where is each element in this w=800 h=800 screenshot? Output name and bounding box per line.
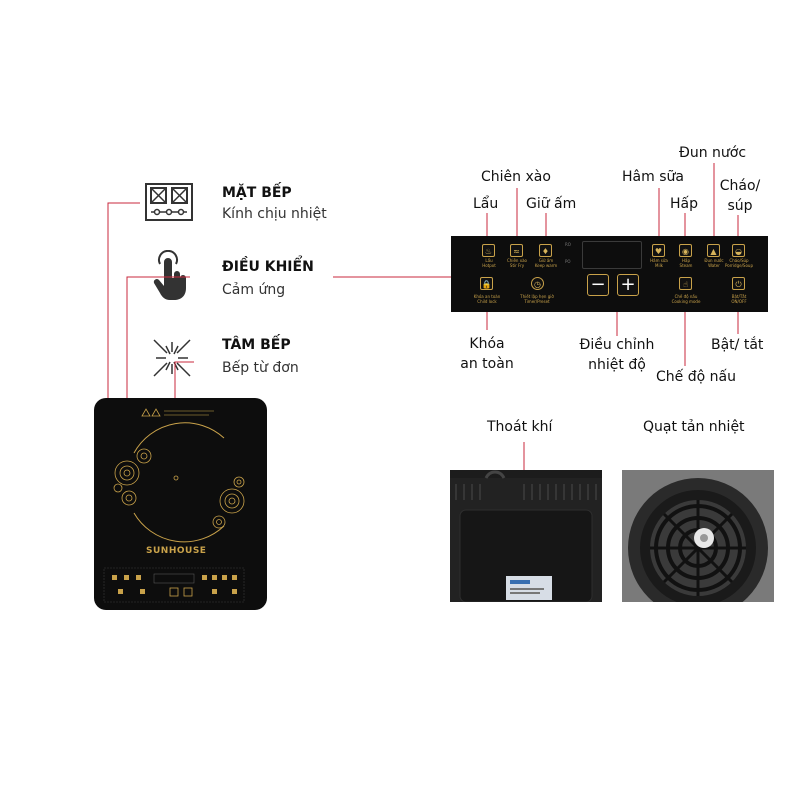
cooking-mode-key-label-en: Cooking mode (671, 299, 701, 304)
fan-photo (622, 470, 774, 602)
hotpot-key-label-en: Hotpot (482, 263, 496, 268)
callout-chao-sup-line1: Cháo/ (719, 178, 761, 194)
power-key-label-en: ON/OFF (731, 299, 747, 304)
keep-warm-key-label: Giữ ấm (538, 258, 554, 263)
callout-che-do-nau: Chế độ nấu (656, 369, 736, 385)
milk-key-label: Hâm sữa (650, 258, 668, 263)
two-burner-stove-icon (145, 183, 193, 221)
porridge-soup-key-label: Cháo/Súp (729, 258, 749, 263)
hotpot-key-label: Lẩu (485, 258, 493, 263)
milk-key-label-en: Milk (655, 263, 663, 268)
callout-khoa-line2: an toàn (460, 356, 514, 372)
water-key[interactable]: ▲ (707, 244, 720, 257)
callout-chien-xao: Chiên xào (481, 169, 551, 185)
callout-dieu-chinh-nhiet-do: Điều chỉnh nhiệt độ (570, 335, 664, 375)
callout-khoa-line1: Khóa (469, 336, 505, 352)
callout-khoa-an-toan: Khóa an toàn (452, 334, 522, 374)
photo-label-thoat-khi: Thoát khí (487, 419, 553, 435)
child-lock-key-label: Khóa an toàn (473, 294, 501, 299)
timer-key-label: Thiết lập hẹn giờ (520, 294, 554, 299)
induction-center-icon (152, 338, 192, 378)
callout-chao-sup-line2: súp (727, 198, 753, 214)
porridge-soup-key-label-en: Porridge/Soup (725, 263, 753, 268)
control-panel: ♨ Lẩu Hotpot ≈ Chiên xào Stir Fry ♦ Giữ … (451, 236, 768, 312)
porridge-soup-key[interactable]: ◒ (732, 244, 745, 257)
stir-fry-key-label-en: Stir Fry (509, 263, 525, 268)
feature-subtitle-mat-bep: Kính chịu nhiệt (222, 206, 327, 222)
steam-key-label: Hấp (682, 258, 690, 263)
display-label-ro: RO (565, 242, 571, 247)
photo-label-quat-tan-nhiet: Quạt tản nhiệt (643, 419, 745, 435)
feature-title-mat-bep: MẶT BẾP (222, 185, 292, 201)
cooktop-brand: SUNHOUSE (146, 546, 207, 556)
cooking-mode-key-label: Chế độ nấu (674, 294, 698, 299)
steam-key-label-en: Steam (679, 263, 693, 268)
child-lock-key[interactable]: 🔒 (480, 277, 493, 290)
timer-key-label-en: Timer/Preset (524, 299, 550, 304)
callout-bat-tat: Bật/ tắt (711, 337, 764, 353)
feature-title-dieu-khien: ĐIỀU KHIỂN (222, 259, 314, 275)
feature-subtitle-dieu-khien: Cảm ứng (222, 282, 286, 298)
feature-title-tam-bep: TÂM BẾP (222, 337, 291, 353)
callout-chao-sup: Cháo/ súp (714, 176, 766, 216)
digital-display (582, 241, 642, 269)
callout-lau: Lẩu (473, 196, 499, 212)
touch-finger-icon (150, 249, 190, 302)
keep-warm-key[interactable]: ♦ (539, 244, 552, 257)
keep-warm-key-label-en: Keep warm (534, 263, 558, 268)
minus-button[interactable]: − (587, 274, 609, 296)
milk-key[interactable]: ♥ (652, 244, 665, 257)
callout-dun-nuoc: Đun nước (679, 145, 747, 161)
display-label-po: PO (565, 259, 571, 264)
callout-giu-am: Giữ ấm (526, 196, 577, 212)
water-key-label: Đun nước (704, 258, 724, 263)
stir-fry-key-label: Chiên xào (507, 258, 527, 263)
callout-dieu-chinh-line1: Điều chỉnh (579, 337, 655, 353)
callout-ham-sua: Hâm sữa (622, 169, 684, 185)
hotpot-key[interactable]: ♨ (482, 244, 495, 257)
feature-subtitle-tam-bep: Bếp từ đơn (222, 360, 299, 376)
stir-fry-key[interactable]: ≈ (510, 244, 523, 257)
cooking-mode-key[interactable]: ☝ (679, 277, 692, 290)
power-key-label: Bật/Tắt (731, 294, 747, 299)
child-lock-key-label-en: Child lock (477, 299, 497, 304)
steam-key[interactable]: ◉ (679, 244, 692, 257)
cooktop-image: SUNHOUSE (94, 398, 267, 610)
timer-key[interactable]: ◷ (531, 277, 544, 290)
vent-photo (450, 470, 602, 602)
power-key[interactable]: ⏻ (732, 277, 745, 290)
water-key-label-en: Water (708, 263, 720, 268)
callout-dieu-chinh-line2: nhiệt độ (588, 357, 646, 373)
plus-button[interactable]: + (617, 274, 639, 296)
callout-hap: Hấp (670, 196, 698, 212)
